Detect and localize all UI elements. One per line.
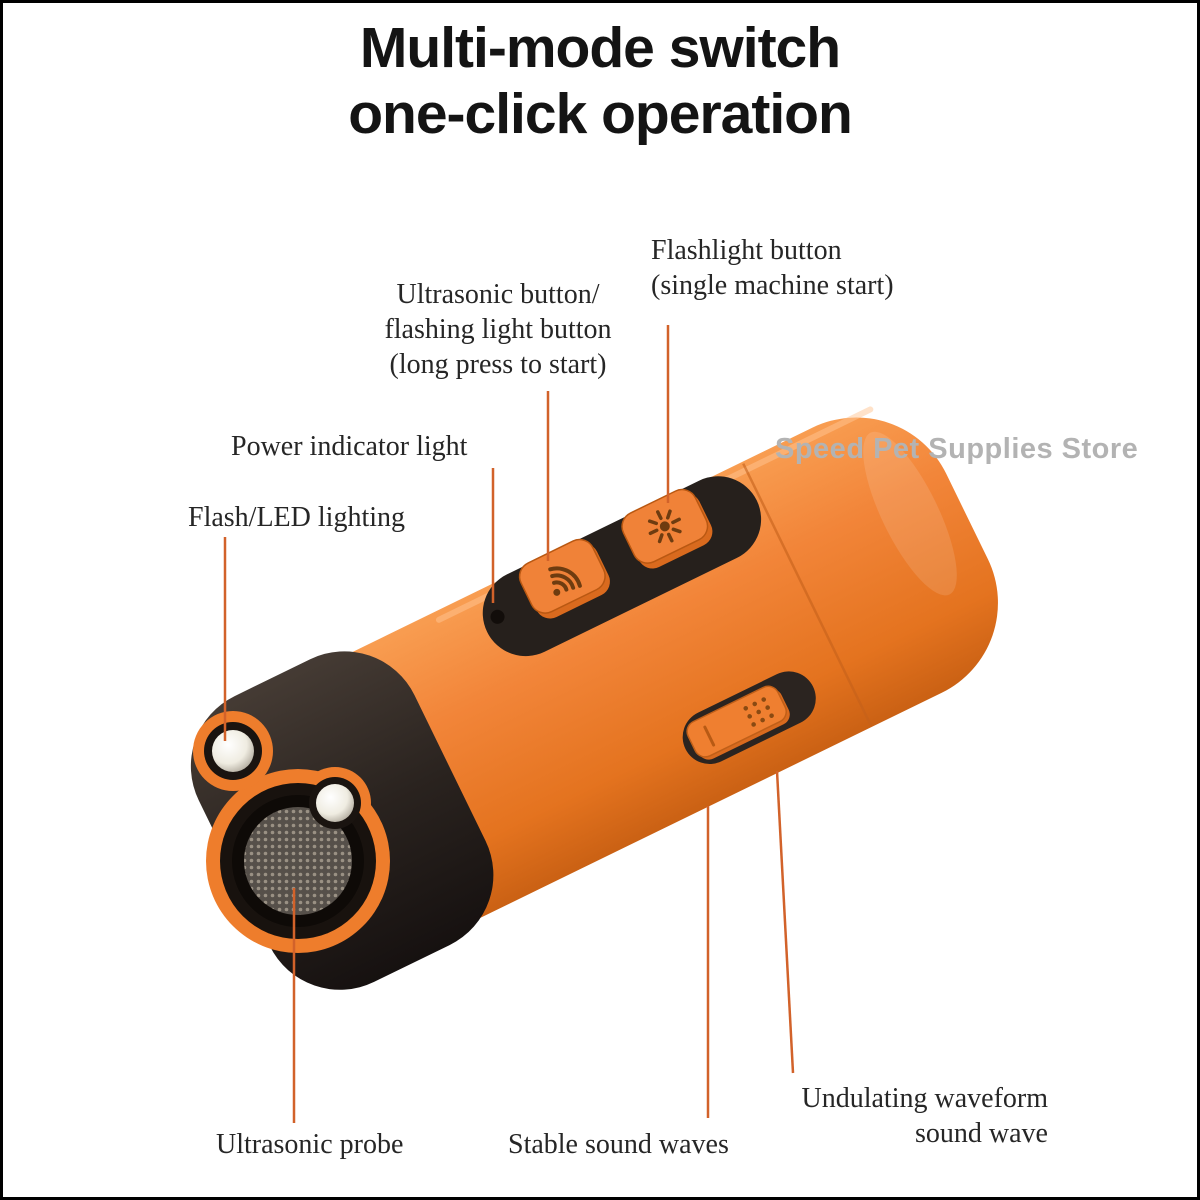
callout-flash-led: Flash/LED lighting bbox=[188, 500, 405, 535]
body-seam bbox=[742, 463, 872, 726]
page-title-line2: one-click operation bbox=[348, 82, 853, 146]
callout-flashlight-line2: (single machine start) bbox=[651, 270, 894, 301]
callout-undulating-line1: Undulating waveform bbox=[801, 1083, 1049, 1114]
leader-undulating-waveform bbox=[775, 770, 795, 1074]
callout-stable-line1: Stable sound waves bbox=[508, 1129, 729, 1160]
page-title: Multi-mode switch one-click operation bbox=[3, 15, 1197, 147]
device-illustration bbox=[190, 325, 998, 1123]
led-light-1 bbox=[204, 722, 262, 780]
flashlight-button bbox=[621, 488, 713, 569]
mode-switch bbox=[682, 671, 816, 764]
callout-undulating-waveform: Undulating waveform sound wave bbox=[743, 1081, 1049, 1151]
callout-flashlight-line1: Flashlight button bbox=[651, 235, 842, 266]
callout-stable-sound-waves: Stable sound waves bbox=[508, 1127, 729, 1162]
body-sheen bbox=[863, 431, 957, 596]
power-indicator-light bbox=[490, 609, 505, 624]
store-watermark: Speed Pet Supplies Store bbox=[775, 433, 1139, 465]
callout-flashlight-button: Flashlight button (single machine start) bbox=[651, 233, 894, 303]
callout-flash-led-line1: Flash/LED lighting bbox=[188, 502, 405, 533]
callout-power-line1: Power indicator light bbox=[231, 431, 468, 462]
callout-ultrasonic-line3: (long press to start) bbox=[389, 349, 607, 380]
led-light-2 bbox=[309, 777, 361, 829]
callout-ultrasonic-button: Ultrasonic button/ flashing light button… bbox=[323, 277, 673, 382]
callout-ultrasonic-line2: flashing light button bbox=[384, 314, 612, 345]
callout-power-indicator: Power indicator light bbox=[231, 429, 467, 464]
callout-probe-line1: Ultrasonic probe bbox=[216, 1129, 404, 1160]
leader-lines bbox=[223, 325, 795, 1123]
callout-ultrasonic-line1: Ultrasonic button/ bbox=[396, 279, 600, 310]
callout-undulating-line2: sound wave bbox=[915, 1118, 1048, 1149]
callout-ultrasonic-probe: Ultrasonic probe bbox=[216, 1127, 403, 1162]
page-title-line1: Multi-mode switch bbox=[359, 16, 841, 80]
flashlight-icon bbox=[647, 509, 682, 544]
ultrasonic-button bbox=[518, 538, 610, 619]
front-face bbox=[193, 711, 390, 953]
sound-wave-icon bbox=[548, 566, 582, 596]
